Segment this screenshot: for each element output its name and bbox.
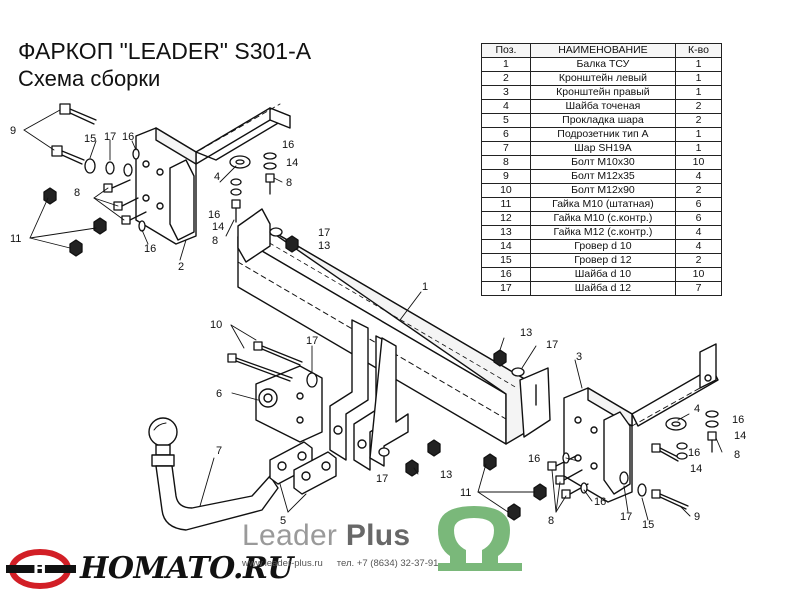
right-bracket	[563, 343, 719, 503]
website-link[interactable]: www.leader-plus.ru	[242, 558, 323, 569]
callout-4-right: 4	[694, 403, 700, 415]
ball-spacers	[269, 441, 337, 495]
homato-logo: H	[6, 549, 76, 589]
callout-5: 5	[280, 515, 286, 527]
left-bracket	[135, 103, 291, 245]
callout-8-lower: 8	[548, 515, 554, 527]
callout-17-upper: 17	[318, 227, 330, 239]
callout-1: 1	[422, 281, 428, 293]
callout-13-upper: 13	[318, 240, 330, 252]
callout-labels: 1 2 3 4 4 5 6 7 8 8 8 8 8 9 9 10 11 11 1…	[10, 125, 746, 531]
callout-11-left: 11	[10, 233, 21, 245]
callout-14-upper: 14	[286, 157, 298, 169]
callout-15-right: 15	[642, 519, 654, 531]
callout-17-socket: 17	[306, 335, 318, 347]
callout-9-left: 9	[10, 125, 16, 137]
callout-7: 7	[216, 445, 222, 457]
cell-name: Шайба d 12	[529, 281, 676, 296]
callout-9-right: 9	[694, 511, 700, 523]
callout-8-right: 8	[734, 449, 740, 461]
callout-17-right: 17	[546, 339, 558, 351]
cell-name: Болт М12х90	[529, 183, 676, 198]
callout-14-lower: 14	[690, 463, 702, 475]
leader-plus-logo-icon	[438, 506, 522, 571]
callout-4-left: 4	[214, 171, 220, 183]
contacts: www.leader-plus.ru тел. +7 (8634) 32-37-9…	[242, 558, 438, 569]
cell-name: Кронштейн правый	[529, 85, 676, 100]
diagram-title: ФАРКОП "LEADER" S301-A	[18, 38, 312, 64]
callout-15-left: 15	[84, 133, 96, 145]
diagram-subtitle: Схема сборки	[18, 66, 161, 91]
tow-ball	[148, 417, 279, 531]
callout-8-left: 8	[74, 187, 80, 199]
callout-8-bracket: 8	[212, 235, 218, 247]
callout-8-upper: 8	[286, 177, 292, 189]
tow-bar-beam	[237, 208, 551, 445]
callout-13-right: 13	[520, 327, 532, 339]
callout-leaders	[23, 109, 723, 521]
leader-plus-brand: Leader Plus	[242, 519, 410, 553]
homato-h-icon: H	[33, 559, 46, 578]
callout-16-right: 16	[732, 414, 744, 426]
ball-mount-plates	[329, 319, 409, 471]
brand-main: Leader	[242, 519, 338, 552]
cell-name: Кронштейн левый	[529, 71, 676, 86]
cell-name: Шар SH19A	[529, 141, 676, 156]
fasteners	[43, 103, 719, 521]
socket-plate	[255, 365, 323, 443]
header-qty: К-во	[674, 43, 723, 58]
callout-3: 3	[576, 351, 582, 363]
brand-accent: Plus	[345, 519, 411, 552]
callout-16-mid: 16	[688, 447, 700, 459]
callout-17-bottom: 17	[620, 511, 632, 523]
parts-table-header: Поз. НАИМЕНОВАНИЕ К-во	[481, 43, 723, 58]
callout-16-bracket: 16	[208, 209, 220, 221]
phone-number: тел. +7 (8634) 32-37-91	[336, 558, 439, 569]
callout-16-lower-left: 16	[144, 243, 156, 255]
callout-14-bracket: 14	[212, 221, 224, 233]
callout-16-left: 16	[122, 131, 134, 143]
cell-qty: 7	[674, 281, 723, 296]
cell-qty: 1	[674, 141, 723, 156]
callout-16-bottom: 16	[594, 496, 606, 508]
callout-13-lower: 13	[440, 469, 452, 481]
callout-11-right: 11	[460, 487, 471, 499]
callout-2: 2	[178, 261, 184, 273]
homato-bar-icon	[6, 565, 76, 573]
callout-6: 6	[216, 388, 222, 400]
callout-17-lower: 17	[376, 473, 388, 485]
callout-17-left: 17	[104, 131, 116, 143]
callout-10: 10	[210, 319, 222, 331]
callout-14-right: 14	[734, 430, 746, 442]
header-name: НАИМЕНОВАНИЕ	[529, 43, 676, 58]
callout-16-lower: 16	[528, 453, 540, 465]
homato-store-name: HOMATO.RU	[80, 551, 294, 586]
callout-16-upper: 16	[282, 139, 294, 151]
